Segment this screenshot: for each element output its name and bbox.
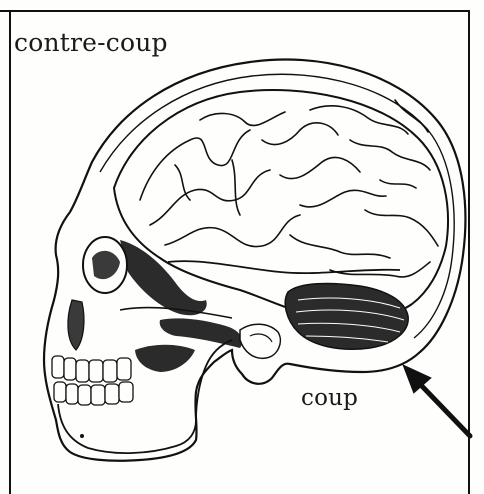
coup-label: coup bbox=[301, 385, 358, 411]
mental-foramen bbox=[80, 434, 84, 438]
lower-teeth bbox=[54, 382, 133, 405]
arrow-icon bbox=[404, 366, 470, 436]
upper-teeth bbox=[52, 356, 131, 382]
contre-coup-label: contre-coup bbox=[14, 28, 168, 57]
